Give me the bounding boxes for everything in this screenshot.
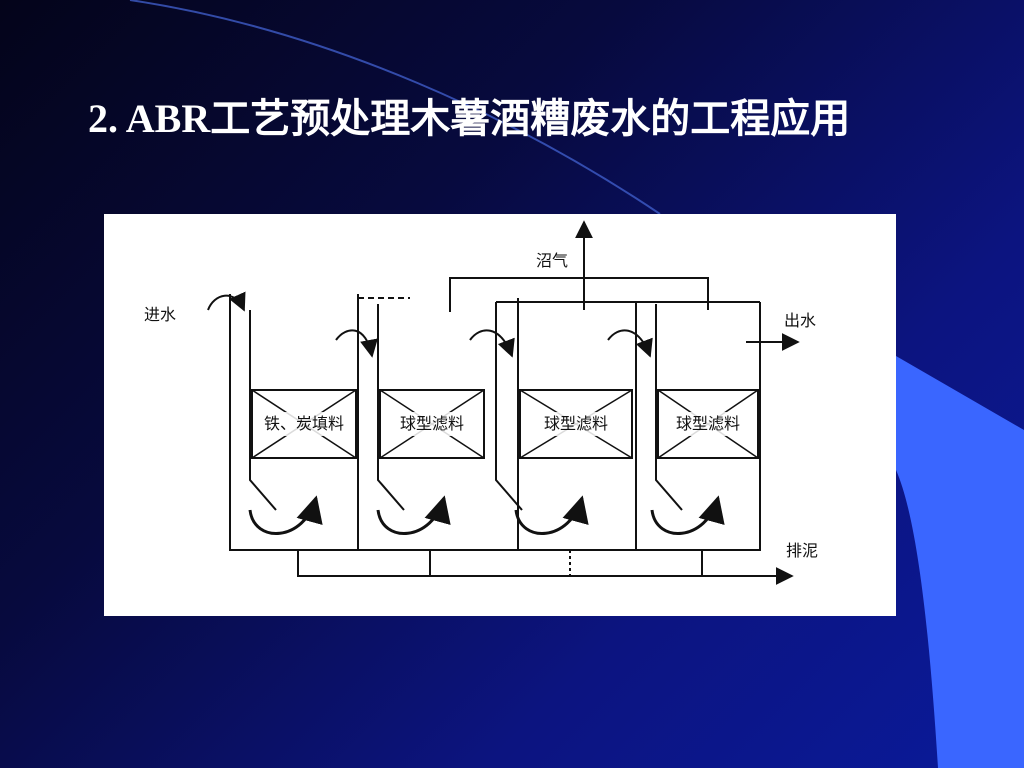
sludge-pipe bbox=[297, 550, 794, 585]
outlet-label: 出水 bbox=[784, 311, 816, 330]
slide-title: 2. ABR工艺预处理木薯酒糟废水的工程应用 bbox=[88, 96, 851, 141]
media-layer-4: 球型滤料 bbox=[657, 389, 759, 459]
media-label-3: 球型滤料 bbox=[544, 414, 608, 433]
inlet-label: 进水 bbox=[144, 305, 176, 324]
media-layer-2: 球型滤料 bbox=[379, 389, 485, 459]
sludge-label: 排泥 bbox=[786, 541, 818, 560]
media-layer-3: 球型滤料 bbox=[519, 389, 633, 459]
media-label-1: 铁、炭填料 bbox=[264, 414, 344, 433]
biogas-pipe bbox=[449, 220, 709, 312]
overflow-arrows bbox=[207, 291, 653, 358]
media-label-4: 球型滤料 bbox=[676, 414, 740, 433]
media-layer-1: 铁、炭填料 bbox=[251, 389, 357, 459]
media-label-2: 球型滤料 bbox=[400, 414, 464, 433]
abr-process-diagram: 铁、炭填料 球型滤料 球型滤料 球型滤料 bbox=[104, 214, 896, 616]
biogas-label: 沼气 bbox=[536, 251, 568, 270]
abr-diagram-svg: 铁、炭填料 球型滤料 球型滤料 球型滤料 bbox=[144, 220, 818, 585]
flow-swirl-arrows bbox=[248, 495, 725, 535]
